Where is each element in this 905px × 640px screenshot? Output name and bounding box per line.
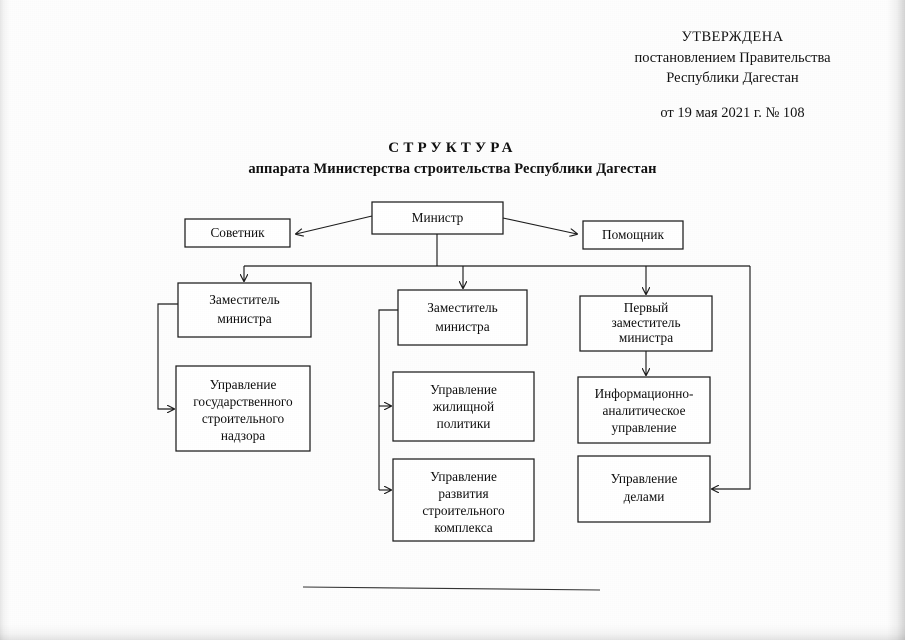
svg-text:министра: министра (435, 319, 489, 334)
node-deputy-left[interactable]: Заместитель министра (177, 282, 312, 338)
approval-line-2: постановлением Правительства (634, 49, 831, 66)
svg-text:министра: министра (217, 311, 271, 326)
edge-deputy-left-supervision (157, 303, 178, 409)
svg-text:строительного: строительного (422, 503, 505, 518)
node-dept-supervision[interactable]: Управление государственного строительног… (175, 365, 311, 452)
svg-text:аналитическое: аналитическое (602, 403, 685, 418)
chart-nodes: Министр Советник Помощник Заместитель ми… (175, 201, 713, 542)
svg-text:министра: министра (619, 330, 673, 345)
node-deputy-middle[interactable]: Заместитель министра (397, 289, 528, 346)
svg-text:жилищной: жилищной (432, 399, 494, 414)
svg-text:государственного: государственного (193, 394, 293, 409)
svg-text:развития: развития (438, 486, 488, 501)
svg-text:заместитель: заместитель (611, 315, 680, 330)
edge-deputy-middle-trunk (378, 309, 398, 490)
svg-text:делами: делами (624, 489, 665, 504)
title-subtitle: аппарата Министерства строительства Респ… (248, 161, 657, 177)
footer-rule (302, 586, 601, 591)
svg-text:Управление: Управление (210, 377, 277, 392)
node-dept-housing[interactable]: Управление жилищной политики (392, 371, 535, 442)
svg-text:Заместитель: Заместитель (209, 292, 279, 307)
node-minister[interactable]: Министр (371, 201, 504, 235)
svg-text:комплекса: комплекса (434, 520, 492, 535)
node-advisor-label: Советник (210, 225, 265, 240)
node-dept-info[interactable]: Информационно- аналитическое управление (577, 376, 711, 444)
node-dept-affairs[interactable]: Управление делами (577, 455, 711, 523)
svg-text:управление: управление (611, 420, 676, 435)
node-minister-label: Министр (412, 210, 464, 225)
svg-text:надзора: надзора (221, 428, 265, 443)
svg-text:политики: политики (437, 416, 491, 431)
approval-line-3: Республики Дагестан (666, 70, 799, 87)
edge-bus-affairs (712, 266, 751, 489)
node-assistant-label: Помощник (602, 227, 665, 242)
svg-text:Информационно-: Информационно- (595, 386, 694, 401)
edge-minister-advisor (296, 215, 373, 234)
node-advisor[interactable]: Советник (184, 218, 291, 248)
approval-block: УТВЕРЖДЕНА постановлением Правительства … (600, 27, 865, 123)
title-main: СТРУКТУРА (388, 140, 517, 156)
svg-text:Первый: Первый (624, 300, 668, 315)
node-dept-development[interactable]: Управление развития строительного компле… (392, 458, 535, 542)
page-title: СТРУКТУРА аппарата Министерства строител… (0, 140, 905, 178)
svg-text:Управление: Управление (611, 471, 678, 486)
chart-connectors (157, 215, 751, 490)
svg-text:Управление: Управление (430, 382, 497, 397)
approval-line-1: УТВЕРЖДЕНА (681, 29, 784, 45)
node-first-deputy[interactable]: Первый заместитель министра (579, 295, 713, 352)
node-assistant[interactable]: Помощник (582, 220, 684, 250)
edge-minister-assistant (502, 217, 577, 234)
svg-text:строительного: строительного (202, 411, 285, 426)
approval-decree: от 19 мая 2021 г. № 108 (660, 104, 805, 121)
svg-text:Управление: Управление (430, 469, 497, 484)
svg-text:Заместитель: Заместитель (427, 300, 497, 315)
